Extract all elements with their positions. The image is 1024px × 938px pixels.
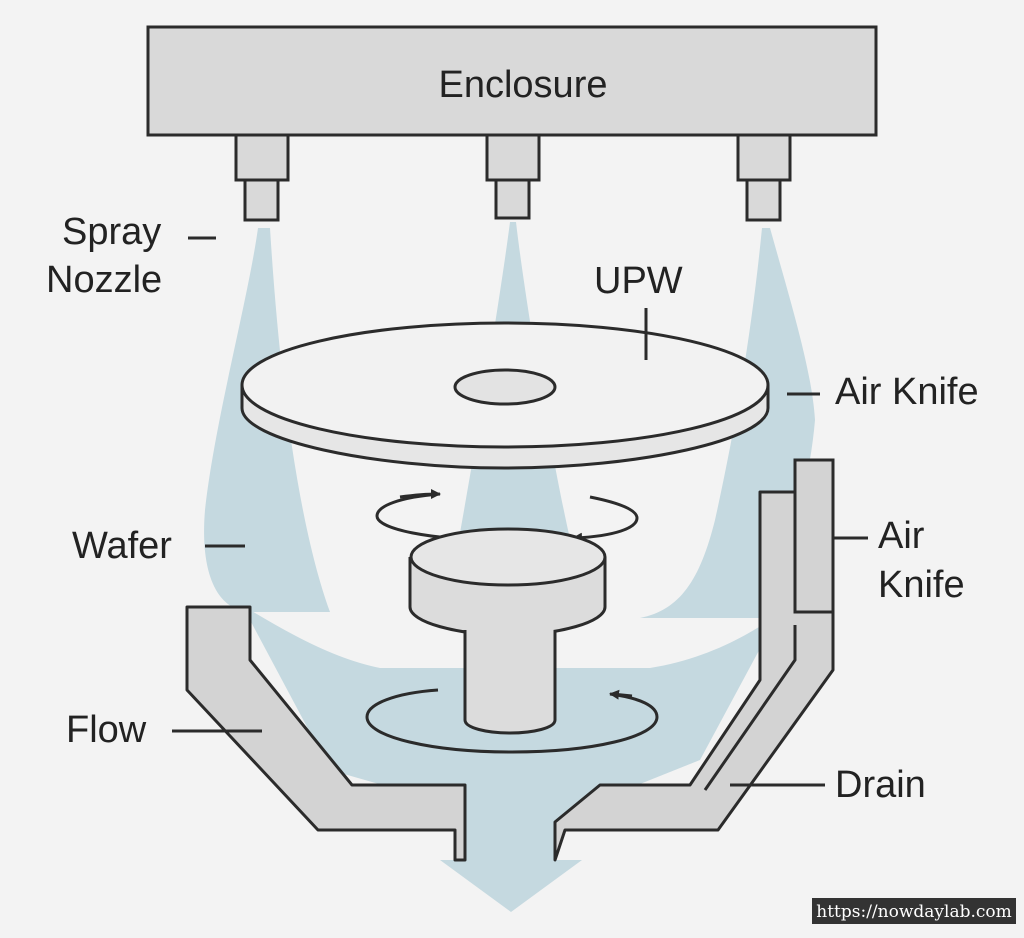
enclosure-label: Enclosure (439, 64, 608, 106)
air-knife-side-label-line1: Air (878, 515, 925, 557)
watermark-background (812, 898, 1016, 924)
upw-label: UPW (594, 260, 683, 302)
left-drain-channel (185, 605, 467, 862)
air-knife-top-label: Air Knife (835, 371, 979, 413)
air-knife-side-label-line2: Knife (878, 564, 965, 606)
air-knife-side-plate (793, 458, 835, 614)
drain-label: Drain (835, 764, 926, 806)
chuck-shaft (463, 630, 557, 735)
nozzle-center (485, 133, 541, 220)
wafer-center-hole (453, 368, 557, 406)
flow-out-arrow (440, 860, 582, 912)
wafer-disk (240, 321, 770, 470)
wafer-label: Wafer (72, 525, 172, 567)
spray-nozzle-label-line2: Nozzle (46, 259, 162, 301)
watermark-text: https://nowdaylab.com (816, 902, 1012, 922)
enclosure-box (146, 25, 878, 137)
flow-label: Flow (66, 709, 147, 751)
leader-lines (172, 236, 868, 787)
nozzle-left (234, 133, 290, 222)
nozzle-right (736, 133, 792, 222)
basin-fluid (250, 610, 770, 860)
spin-chuck (408, 527, 607, 637)
lower-rotation-arrow (365, 688, 659, 754)
drain-inner-wall (703, 625, 797, 791)
spray-nozzle-label-line1: Spray (62, 211, 161, 253)
